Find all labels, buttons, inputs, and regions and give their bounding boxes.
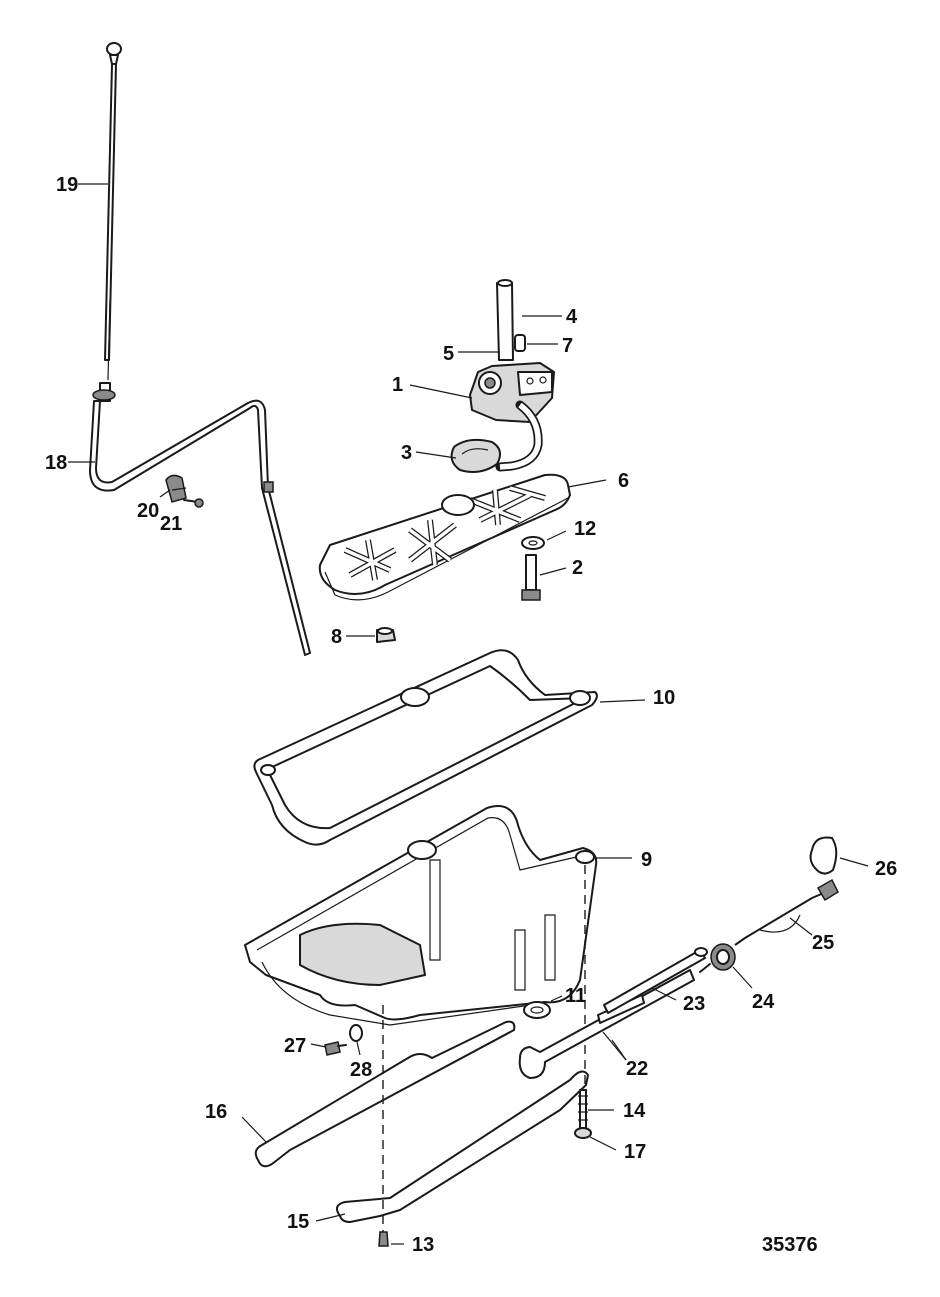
oil-pump <box>469 362 555 472</box>
figure-number: 35376 <box>762 1234 818 1256</box>
tube-clip <box>165 474 187 503</box>
oil-level-sender <box>699 943 736 973</box>
callout-3: 3 <box>401 442 412 464</box>
callout-9: 9 <box>641 849 652 871</box>
pan-dipstick-tube <box>518 969 695 1079</box>
callout-25: 25 <box>812 932 834 954</box>
dipstick-tube <box>89 382 311 656</box>
rail-bolt <box>378 1231 389 1247</box>
callout-10: 10 <box>653 687 675 709</box>
callout-2: 2 <box>572 557 583 579</box>
leader-lines <box>68 183 869 1245</box>
pan-dipstick <box>603 947 708 1014</box>
callout-15: 15 <box>287 1211 309 1233</box>
left-pan-rail <box>254 1020 516 1168</box>
dipstick <box>104 42 122 381</box>
drain-bolt-seal <box>349 1024 363 1042</box>
callout-13: 13 <box>412 1234 434 1256</box>
callout-17: 17 <box>624 1141 646 1163</box>
rail-stud <box>578 1089 588 1129</box>
callout-26: 26 <box>875 858 897 880</box>
callout-27: 27 <box>284 1035 306 1057</box>
callout-6: 6 <box>618 470 629 492</box>
retaining-clip <box>809 836 838 875</box>
callout-16: 16 <box>205 1101 227 1123</box>
callout-1: 1 <box>392 374 403 396</box>
callout-14: 14 <box>623 1100 646 1122</box>
callout-4: 4 <box>566 306 578 328</box>
oil-level-sensor <box>734 878 839 946</box>
drain-bolt <box>324 1041 347 1056</box>
shaft-collar <box>514 334 526 352</box>
nut <box>376 627 396 643</box>
callout-21: 21 <box>160 513 182 535</box>
drain-plug-washer <box>523 1001 551 1019</box>
callout-12: 12 <box>574 518 596 540</box>
callout-7: 7 <box>562 335 573 357</box>
windage-tray <box>318 473 571 601</box>
callout-24: 24 <box>752 991 775 1013</box>
callout-labels: 19 18 20 21 1 3 5 4 7 6 12 2 8 10 9 26 2… <box>45 174 897 1256</box>
callout-20: 20 <box>137 500 159 522</box>
stud-bolt <box>521 554 541 601</box>
callout-19: 19 <box>56 174 78 196</box>
callout-23: 23 <box>683 993 705 1015</box>
washer <box>521 536 545 550</box>
callout-28: 28 <box>350 1059 372 1081</box>
oil-pan-gasket <box>253 649 598 846</box>
pickup-screen <box>450 438 502 473</box>
clip-screw <box>183 498 204 508</box>
rail-nut <box>574 1127 592 1139</box>
callout-22: 22 <box>626 1058 648 1080</box>
callout-8: 8 <box>331 626 342 648</box>
right-pan-rail <box>335 1070 589 1223</box>
callout-11: 11 <box>565 985 586 1007</box>
oil-pump-shaft <box>496 279 514 361</box>
callout-5: 5 <box>443 343 454 365</box>
callout-18: 18 <box>45 452 67 474</box>
oil-pan <box>244 805 598 1026</box>
